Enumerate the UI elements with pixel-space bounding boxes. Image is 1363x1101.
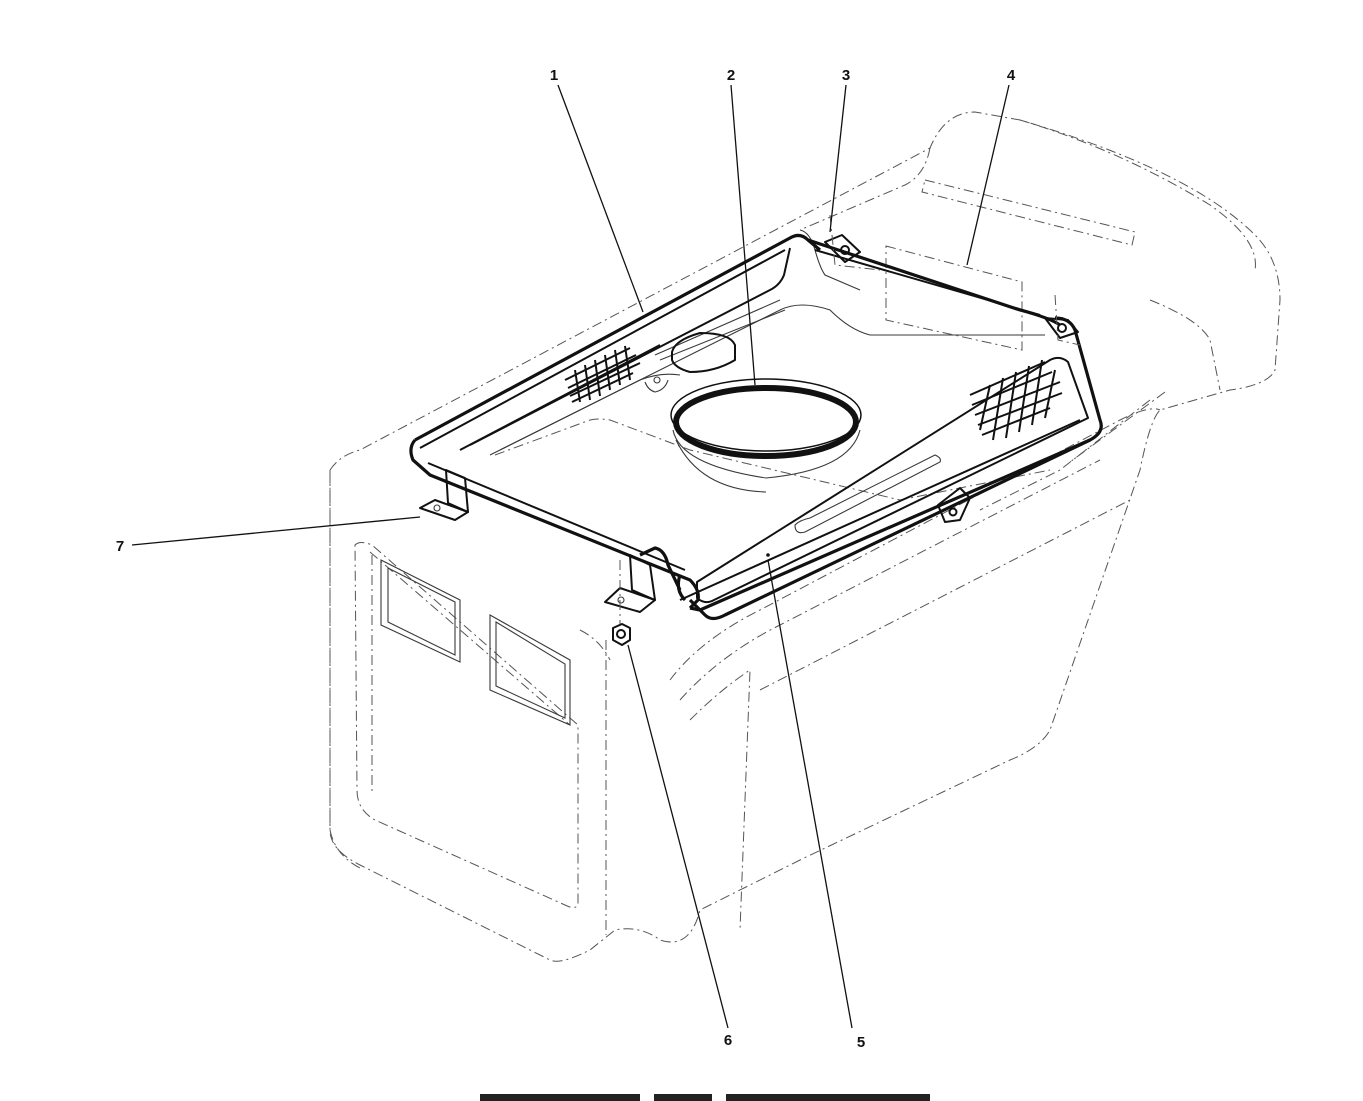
gauge-opening bbox=[670, 378, 862, 493]
cropped-caption-fragment bbox=[480, 1094, 930, 1101]
callout-4: 4 bbox=[1007, 67, 1016, 84]
callout-5: 5 bbox=[857, 1034, 865, 1051]
callout-labels: 1 2 3 4 5 6 7 bbox=[116, 67, 1016, 1051]
side-bracket-right bbox=[937, 487, 971, 523]
hinge-pin-rear-right bbox=[1044, 294, 1081, 346]
frame-boss bbox=[644, 332, 736, 393]
hinge-pin-rear-left bbox=[824, 214, 881, 271]
mounting-bracket-right bbox=[604, 554, 656, 625]
panel-mark bbox=[766, 553, 770, 557]
dash-well bbox=[489, 229, 1051, 534]
callout-leaders bbox=[131, 84, 1010, 1029]
callout-3: 3 bbox=[842, 67, 850, 84]
frame-assembly bbox=[409, 233, 1103, 621]
callout-6: 6 bbox=[724, 1032, 732, 1049]
hood-body bbox=[329, 111, 1281, 962]
callout-7: 7 bbox=[116, 538, 124, 555]
callout-2: 2 bbox=[727, 67, 735, 84]
mounting-bracket-left bbox=[419, 469, 469, 521]
left-mesh-screen bbox=[564, 345, 641, 403]
right-mesh-screen bbox=[969, 359, 1063, 441]
callout-1: 1 bbox=[550, 67, 558, 84]
hex-nut bbox=[612, 623, 631, 646]
